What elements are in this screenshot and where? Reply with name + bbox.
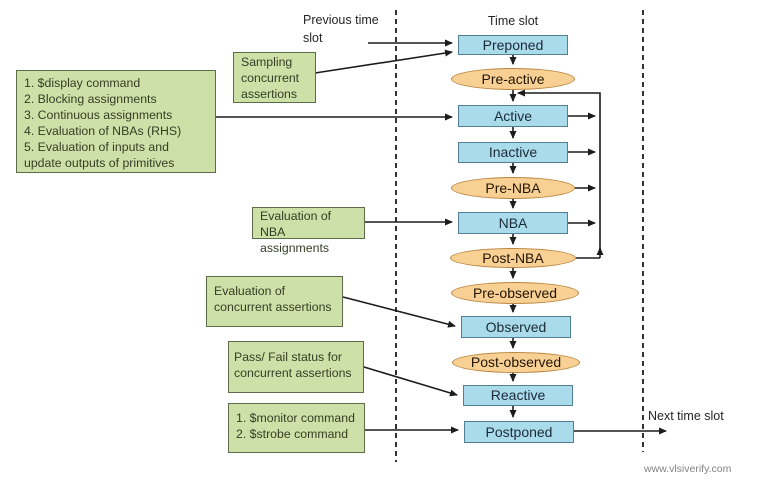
node-pre-nba: Pre-NBA	[451, 177, 575, 199]
note-active-region-tasks: 1. $display command 2. Blocking assignme…	[16, 70, 216, 173]
time-slot-label: Time slot	[487, 14, 539, 28]
node-post-nba: Post-NBA	[450, 248, 576, 268]
note-monitor-strobe-commands: 1. $monitor command 2. $strobe command	[228, 403, 365, 453]
note-pass-fail-status: Pass/ Fail status for concurrent asserti…	[228, 341, 364, 393]
node-postponed: Postponed	[464, 421, 574, 443]
node-observed: Observed	[461, 316, 571, 338]
note-evaluation-of-nba-assignments: Evaluation of NBA assignments	[252, 207, 365, 255]
node-inactive: Inactive	[458, 142, 568, 163]
sampling-note-to-preponed-arrow	[314, 49, 453, 74]
note-evaluation-of-concurrent-assertions: Evaluation of concurrent assertions	[206, 276, 343, 327]
next-time-slot-label: Next time slot	[648, 409, 724, 423]
node-pre-active: Pre-active	[451, 68, 575, 90]
node-pre-observed: Pre-observed	[451, 282, 579, 304]
watermark-text: www.vlsiverify.com	[644, 463, 732, 475]
node-post-observed: Post-observed	[452, 352, 580, 373]
previous-time-slot-label: Previous time slot	[303, 13, 379, 46]
node-preponed: Preponed	[458, 35, 568, 55]
passfail-note-to-reactive-arrow	[363, 366, 458, 397]
node-active: Active	[458, 105, 568, 127]
assertion-note-to-observed-arrow	[342, 296, 456, 328]
note-sampling-concurrent-assertions: Sampling concurrent assertions	[233, 52, 316, 103]
node-reactive: Reactive	[463, 385, 573, 406]
node-nba: NBA	[458, 212, 568, 234]
